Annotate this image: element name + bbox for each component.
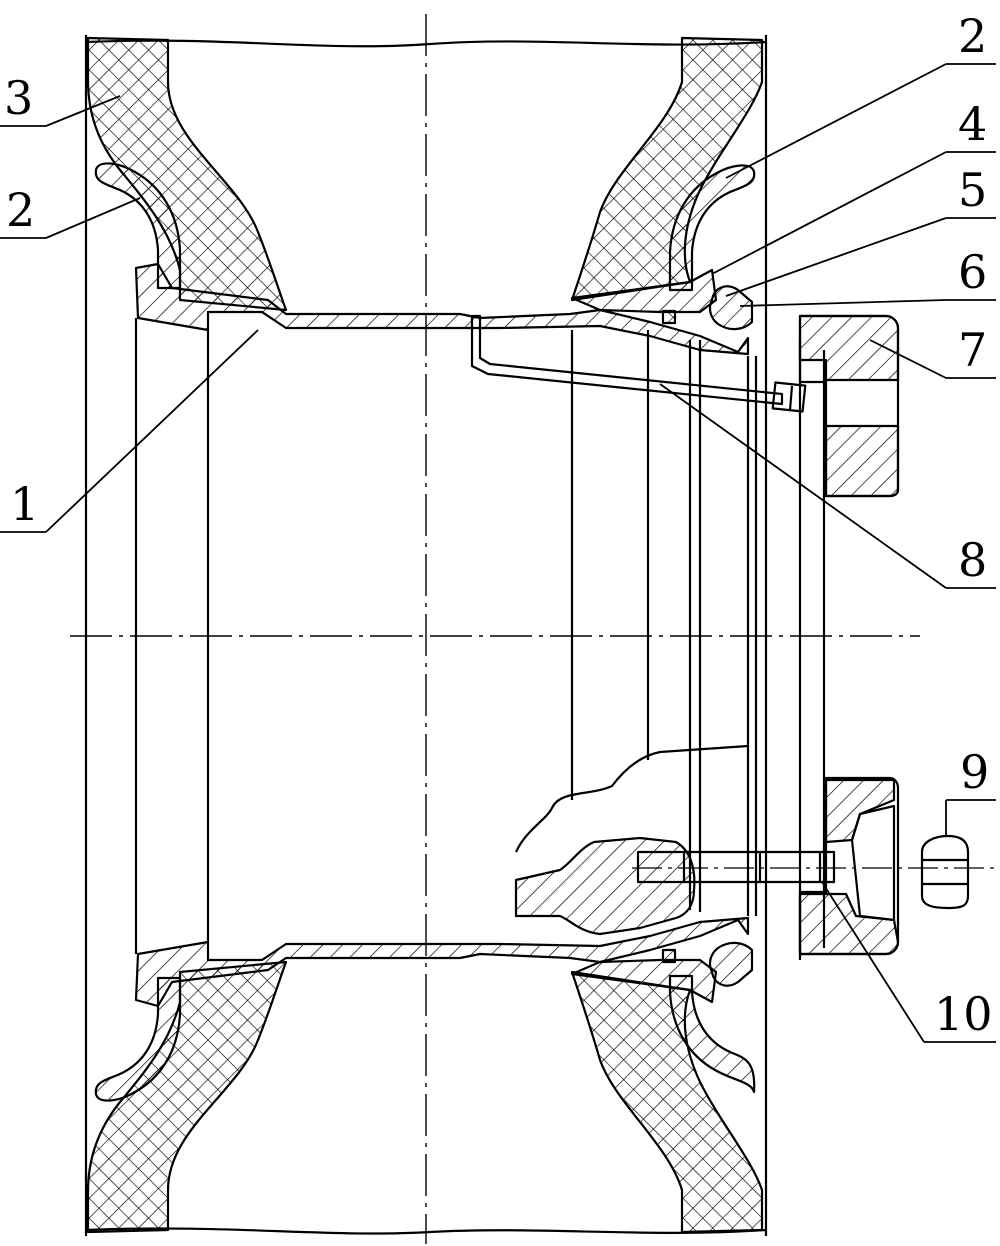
hub-breakout-edge — [514, 744, 749, 853]
leader-8-diag — [659, 383, 947, 589]
tire-rubber-bottom-right — [570, 970, 764, 1234]
o-ring-seal-bottom — [661, 948, 677, 964]
disc-hatch-top-2 — [824, 424, 900, 498]
tire-top-break-line — [85, 39, 767, 48]
callout-6: 6 — [958, 245, 987, 299]
leader-10-diag — [821, 881, 925, 1043]
callout-8: 8 — [958, 533, 987, 587]
leader-2-right-diag — [725, 63, 947, 179]
leader-6-diag — [739, 299, 947, 307]
valve-cap — [771, 381, 807, 413]
lock-ring-top — [708, 285, 754, 331]
tire-rubber-top-left — [86, 36, 288, 312]
leader-1-diag — [45, 329, 259, 533]
callout-9: 9 — [960, 745, 989, 799]
callout-2-left: 2 — [6, 183, 35, 237]
callout-3: 3 — [4, 71, 33, 125]
leader-7-diag — [869, 339, 947, 379]
leader-5-diag — [725, 217, 947, 297]
disc-hatch-bottom-1 — [824, 778, 896, 844]
callout-4: 4 — [958, 97, 987, 151]
o-ring-seal-top — [661, 309, 677, 325]
tire-bottom-break-line — [85, 1227, 767, 1235]
callout-2-right: 2 — [958, 9, 987, 63]
lock-ring-bottom — [708, 941, 754, 987]
callout-10: 10 — [934, 987, 993, 1041]
disc-hatch-top-1 — [798, 314, 900, 382]
tire-rubber-bottom-left — [86, 960, 288, 1234]
callout-5: 5 — [958, 163, 987, 217]
callout-1: 1 — [10, 477, 39, 531]
stud-bolt-shank — [636, 850, 836, 884]
nut — [920, 834, 970, 910]
rim-base-bottom — [134, 916, 750, 1008]
bolt-counterbore — [850, 804, 896, 922]
callout-7: 7 — [958, 323, 987, 377]
bead-seat-ring-top — [570, 268, 718, 314]
leader-3-diag — [45, 95, 121, 127]
leader-4-diag — [711, 151, 947, 275]
valve-stem — [470, 314, 784, 406]
valve-cap-detail — [788, 385, 794, 411]
hub-casting-section — [514, 836, 696, 936]
bead-seat-ring-bottom — [570, 958, 718, 1004]
rim-base-top — [134, 262, 750, 356]
leader-2-left-diag — [45, 197, 141, 239]
